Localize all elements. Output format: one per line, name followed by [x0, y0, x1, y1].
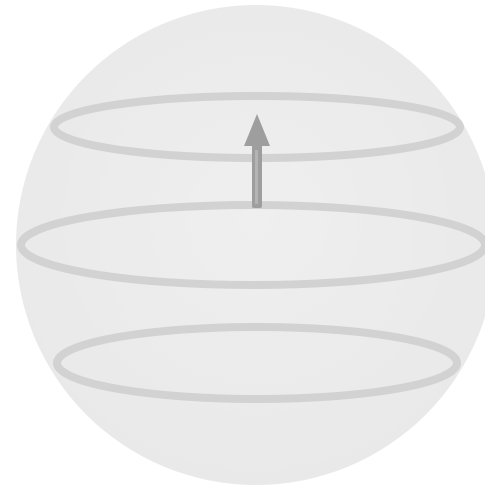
sphere-body	[16, 5, 485, 485]
arrow-shaft-highlight	[255, 150, 258, 204]
